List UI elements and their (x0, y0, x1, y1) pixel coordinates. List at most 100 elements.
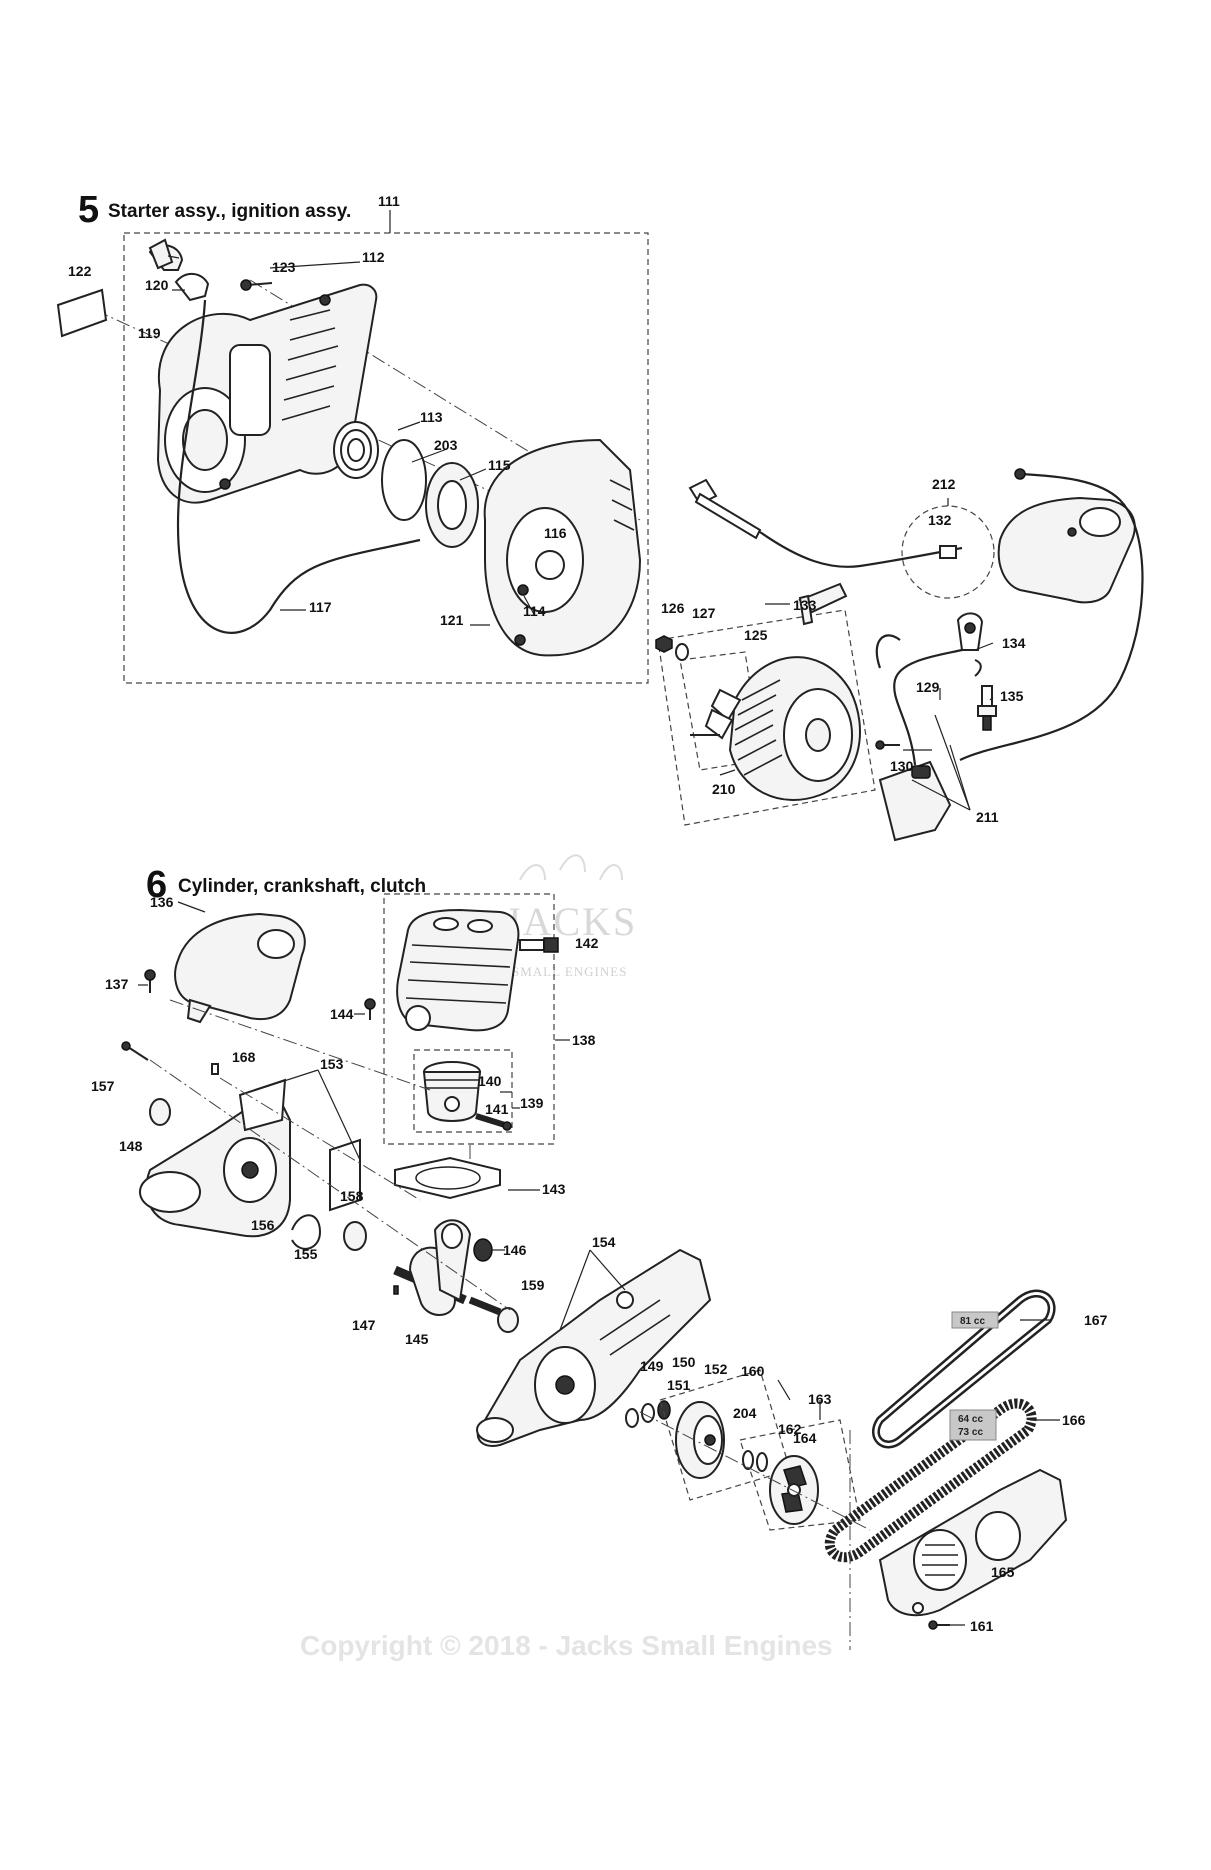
callout-212: 212 (932, 476, 956, 492)
watermark-logo-subtext: SMALL ENGINES (512, 964, 627, 979)
spring-cover-203 (381, 439, 427, 521)
callout-210: 210 (712, 781, 736, 797)
callout-127: 127 (692, 605, 716, 621)
callout-150: 150 (672, 1354, 696, 1370)
starter-housing-112 (156, 283, 378, 504)
callout-145: 145 (405, 1331, 429, 1347)
axis-line (169, 999, 431, 1091)
screw-157 (127, 1046, 149, 1061)
callout-133: 133 (793, 597, 817, 613)
ignition-module-211 (878, 760, 952, 842)
axis-line (639, 1411, 871, 1531)
belt-guard-165 (878, 1468, 1068, 1617)
callout-166: 166 (1062, 1412, 1086, 1428)
callout-135: 135 (1000, 688, 1024, 704)
section-5-number: 5 (78, 189, 99, 231)
nut-126 (655, 635, 673, 653)
callout-156: 156 (251, 1217, 275, 1233)
needle-bearing-146 (473, 1238, 493, 1262)
callout-labels: 111 112 113 114 115 116 117 119 120 121 … (68, 193, 1108, 1634)
belt-166-label-2: 73 cc (958, 1427, 983, 1438)
callout-141: 141 (485, 1101, 509, 1117)
callout-155: 155 (294, 1246, 318, 1262)
callout-114: 114 (523, 603, 546, 619)
callout-129: 129 (916, 679, 940, 695)
callout-204: 204 (733, 1405, 757, 1421)
callout-144: 144 (330, 1006, 354, 1022)
belt-167-label: 81 cc (960, 1316, 985, 1327)
callout-165: 165 (991, 1564, 1015, 1580)
starter-cover-121 (483, 438, 642, 657)
screw-123 (247, 282, 273, 286)
callout-157: 157 (91, 1078, 115, 1094)
ignition-wire (959, 472, 1144, 761)
washer-127 (675, 643, 689, 661)
axis-line (149, 1059, 511, 1311)
circlip-155 (291, 1214, 322, 1250)
callout-120: 120 (145, 277, 169, 293)
callout-121: 121 (440, 612, 464, 628)
bearing-159 (497, 1307, 519, 1333)
belt-166: 64 cc 73 cc (824, 1398, 1037, 1563)
callout-148: 148 (119, 1138, 143, 1154)
callout-203: 203 (434, 437, 458, 453)
fan-blade-125 (704, 688, 742, 740)
callout-151: 151 (667, 1377, 691, 1393)
decal-122 (56, 288, 108, 338)
stop-switch-cable-133 (688, 478, 963, 626)
watermark-logo: JACKS SMALL ENGINES (505, 854, 637, 979)
callout-167: 167 (1084, 1312, 1108, 1328)
callout-119: 119 (138, 325, 161, 341)
flywheel-210 (728, 656, 861, 801)
ignition-lead-129 (893, 648, 963, 766)
washer-162 (756, 1452, 768, 1472)
assembly-box-138 (383, 893, 555, 1145)
callout-164: 164 (793, 1430, 817, 1446)
callout-154: 154 (592, 1234, 616, 1250)
callout-115: 115 (488, 457, 511, 473)
gasket-158 (329, 1138, 361, 1212)
callout-159: 159 (521, 1277, 545, 1293)
section-5-title: Starter assy., ignition assy. (108, 201, 351, 222)
callout-137: 137 (105, 976, 129, 992)
callout-149: 149 (640, 1358, 664, 1374)
decomp-valve-142 (519, 937, 559, 953)
callout-123: 123 (272, 259, 296, 275)
callout-113: 113 (420, 409, 443, 425)
washer-150 (641, 1403, 655, 1423)
callout-146: 146 (503, 1242, 527, 1258)
clutch-drum-152 (675, 1401, 725, 1479)
section-6-number: 6 (146, 864, 167, 906)
watermark-logo-text: JACKS (505, 899, 637, 944)
piston-139 (422, 1061, 482, 1122)
section-5: 5 Starter assy., ignition assy. (56, 189, 1144, 842)
section-6-title: Cylinder, crankshaft, clutch (178, 876, 426, 897)
assembly-box-163 (739, 1419, 861, 1531)
callout-160: 160 (741, 1363, 765, 1379)
callout-161: 161 (970, 1618, 994, 1634)
callout-147: 147 (352, 1317, 376, 1333)
assembly-box-210 (657, 609, 876, 826)
spark-plug-135 (977, 685, 997, 731)
callout-162: 162 (778, 1421, 802, 1437)
washer-204 (742, 1450, 754, 1470)
cylinder-138 (396, 908, 520, 1032)
section-6: 6 Cylinder, crankshaft, clutch (121, 864, 1068, 1650)
pin-168 (211, 1063, 219, 1075)
callout-211: 211 (976, 809, 999, 825)
starter-rope-117 (176, 299, 421, 634)
callout-158: 158 (340, 1188, 364, 1204)
screw-114 (517, 584, 529, 596)
assembly-box-111 (123, 232, 649, 684)
crankcase-half-154 (476, 1248, 712, 1447)
callout-116: 116 (544, 525, 567, 541)
axis-line (219, 1077, 421, 1201)
callout-152: 152 (704, 1361, 728, 1377)
washer-149 (625, 1408, 639, 1428)
belt-166-label-1: 64 cc (958, 1414, 983, 1425)
callout-142: 142 (575, 935, 599, 951)
clutch-164 (769, 1455, 819, 1525)
cylinder-cover (997, 496, 1136, 604)
callout-112: 112 (362, 249, 385, 265)
